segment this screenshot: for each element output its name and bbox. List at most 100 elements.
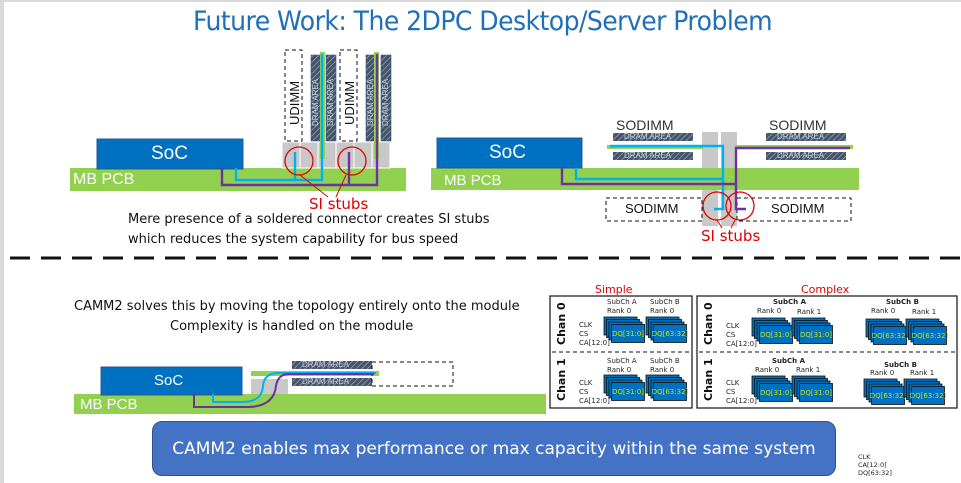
dram-stack: DQ[31:0] (603, 374, 645, 401)
dram-area (613, 133, 693, 141)
sodimm-label: SODIMM (616, 117, 674, 133)
udimm-connectors (281, 141, 391, 169)
udimm-label: UDIMM (287, 80, 302, 125)
dram-stack: DQ[63:32] (905, 318, 949, 345)
signal-list: CLK CS CA[12:0] (579, 321, 610, 348)
channel-label: Chan 1 (555, 358, 568, 401)
si-stub-circle (725, 191, 755, 221)
dram-area-label: DRAM AREA (302, 377, 350, 386)
dram-chip (911, 386, 945, 405)
signal-list: CLK CS CA[12:0] (579, 379, 610, 406)
sodimm-slot-bottom (605, 197, 703, 222)
dram-area-label: DRAM AREA (302, 360, 350, 369)
dram-stack: DQ[31:0] (751, 317, 793, 344)
subchannel-label: SubCh B (884, 361, 917, 369)
subchannel-label: SubCh A (607, 298, 637, 306)
dq-label: DQ[63:32] (912, 332, 949, 340)
dram-chip (799, 383, 833, 402)
mb-pcb-board (74, 394, 546, 414)
rank-label: Rank 0 (650, 307, 675, 315)
dq-label: DQ[63:32] (652, 388, 689, 396)
dram-stack: DQ[63:32] (903, 378, 947, 405)
subchannel-label: SubCh A (772, 357, 806, 365)
complex-panel-title: Complex (801, 283, 850, 296)
sodimm-label: SODIMM (771, 201, 825, 216)
channel-label: Chan 1 (702, 358, 715, 401)
dram-stack: DQ[63:32] (645, 316, 689, 343)
signal-label: CA[12:0] (858, 461, 887, 469)
dq-label: DQ[31:0] (760, 331, 792, 339)
signal-list: CLK CS CA[12:0] (726, 379, 757, 406)
dram-area-label: DRAM AREA (777, 151, 825, 160)
dram-area (292, 361, 372, 369)
dram-chip (799, 325, 833, 344)
rank-label: Rank 1 (797, 308, 822, 316)
pcb-label: MB PCB (444, 172, 502, 189)
trace-purple (193, 373, 374, 408)
camm2-explanation-line-2: Complexity is handled on the module (170, 319, 414, 334)
rank-label: Rank 0 (607, 366, 632, 374)
signal-list: CLK CS CA[12:0] (726, 322, 757, 349)
soc-chip (436, 137, 583, 169)
subchannel-label: SubCh A (607, 357, 637, 365)
si-stubs-label: SI stubs (701, 227, 761, 245)
subchannel-label: SubCh B (886, 298, 919, 306)
soc-label: SoC (154, 372, 184, 389)
subchannel-label: SubCh A (773, 298, 807, 306)
trace-blue (574, 144, 725, 211)
rank-label: Rank 1 (796, 366, 821, 374)
sodimm-diagram (431, 132, 859, 229)
dq-label: DQ[63:32] (652, 330, 689, 338)
dram-area (292, 378, 372, 386)
rank-label: Rank 1 (910, 369, 935, 377)
signal-label: CS (579, 330, 589, 338)
dram-stack: DQ[63:32] (645, 374, 689, 401)
soc-chip (100, 366, 243, 396)
pcb-label: MB PCB (80, 396, 138, 413)
dram-stack: DQ[31:0] (791, 317, 833, 344)
trace-blue (234, 54, 324, 182)
signal-legend: CLK CA[12:0] DQ[63:32] (858, 453, 892, 477)
dram-area (766, 133, 846, 141)
signal-label: CA[12:0] (726, 340, 757, 348)
rank-label: Rank 0 (871, 307, 896, 315)
dram-chip (611, 382, 645, 401)
si-stubs-label: SI stubs (309, 195, 369, 213)
signal-label: CLK (858, 453, 871, 461)
dram-stack: DQ[63:32] (863, 378, 907, 405)
dram-area-label: DRAM AREA (311, 78, 320, 126)
rank-label: Rank 0 (650, 366, 675, 374)
dq-label: DQ[31:0] (612, 330, 644, 338)
dram-stack: DQ[63:32] (865, 318, 909, 345)
camm2-summary-banner: CAMM2 enables max performance or max cap… (152, 421, 836, 476)
dram-area (613, 152, 693, 160)
signal-label: CLK (726, 379, 740, 387)
dq-label: DQ[31:0] (800, 331, 832, 339)
slide-title: Future Work: The 2DPC Desktop/Server Pro… (192, 6, 773, 37)
sodimm-label: SODIMM (625, 201, 679, 216)
rank-label: Rank 0 (870, 369, 895, 377)
dram-area-label: DRAM AREA (624, 132, 672, 141)
camm2-explanation-line-1: CAMM2 solves this by moving the topology… (74, 299, 520, 314)
dram-area-label: DRAM AREA (777, 132, 825, 141)
dram-stack: DQ[31:0] (603, 316, 645, 343)
dq-label: DQ[31:0] (612, 388, 644, 396)
dq-label: DQ[63:32] (872, 332, 909, 340)
dq-label: DQ[63:32] (910, 392, 947, 400)
dram-chip (653, 382, 687, 401)
pcb-label: MB PCB (73, 171, 135, 188)
camm2-module-outline (371, 361, 454, 387)
rank-label: Rank 1 (912, 308, 937, 316)
udimm-label: UDIMM (342, 80, 357, 125)
dram-stacks: DQ[31:0] DQ[63:32] DQ[31:0] DQ[63:32] DQ[31:… (603, 316, 949, 405)
subchannel-label: SubCh B (650, 298, 680, 306)
stub-explanation-line-2: which reduces the system capability for … (128, 232, 459, 247)
subchannel-label: SubCh B (650, 357, 680, 365)
dram-chip (611, 324, 645, 343)
dram-chip (653, 324, 687, 343)
rank-label: Rank 0 (607, 307, 632, 315)
soc-chip (96, 138, 244, 170)
trace-blue (212, 372, 376, 403)
stub-explanation-line-1: Mere presence of a soldered connector cr… (128, 212, 490, 227)
udimm-slot-1 (284, 49, 303, 142)
